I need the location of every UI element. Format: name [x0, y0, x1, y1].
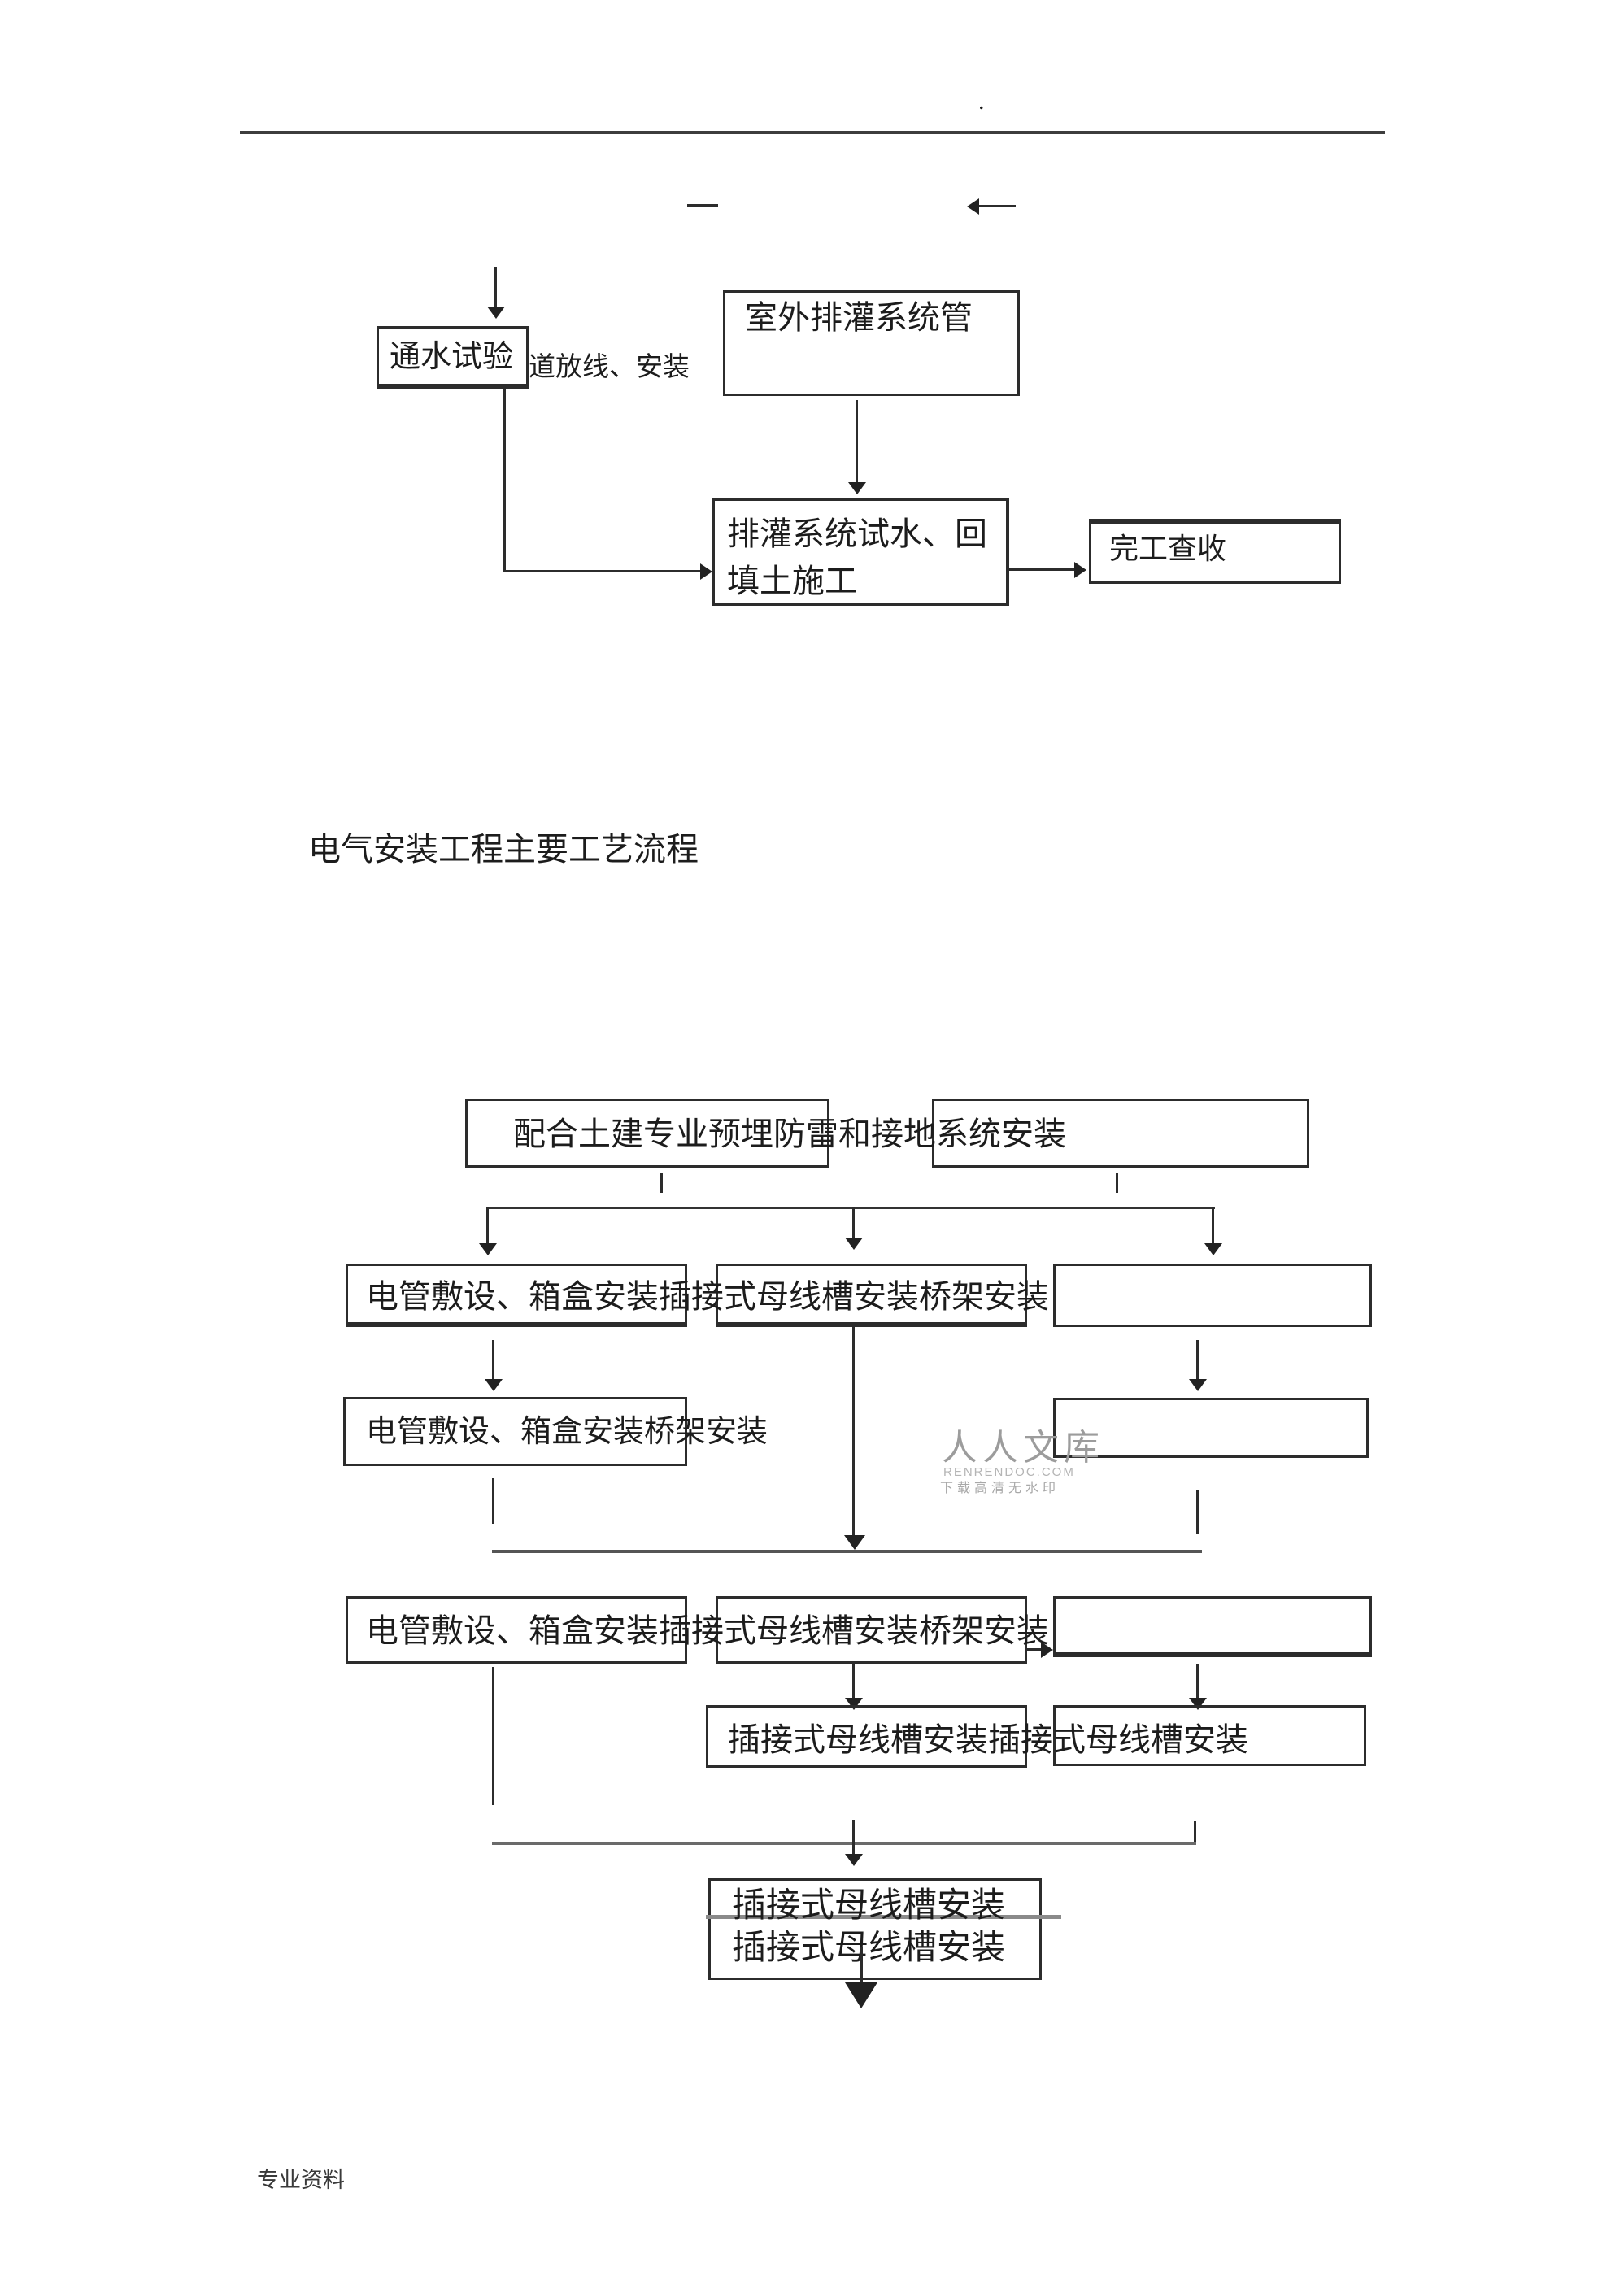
flow1-outdoor-system-box [723, 290, 1020, 396]
arrow-line [1212, 1207, 1214, 1244]
flow2-row1-label: 电管敷设、箱盒安装插接式母线槽安装桥架安装 [366, 1278, 1049, 1315]
section-title: 电气安装工程主要工艺流程 [308, 831, 699, 868]
arrow-line [1196, 1340, 1199, 1381]
flow1-system-test-label: 排灌系统试水、回填土施工 [727, 516, 987, 599]
flow2-row1-box3 [1053, 1264, 1372, 1327]
bus-line [487, 1207, 1215, 1209]
arrow-line [852, 1820, 855, 1856]
flow2-header-box-right [932, 1099, 1309, 1168]
down-arrow-icon [487, 307, 505, 319]
flow2-row3-label: 电管敷设、箱盒安装插接式母线槽安装桥架安装 [366, 1612, 1049, 1649]
left-arrow-line [978, 205, 1016, 207]
down-arrow-icon-large [845, 1982, 877, 2008]
bus-line [492, 1550, 1202, 1553]
flow2-row2-box1 [343, 1397, 687, 1466]
page-top-rule [240, 131, 1385, 134]
flow1-pipeline-layout-label: 道放线、安装 [529, 353, 690, 382]
connector-tick [660, 1173, 663, 1193]
watermark-tagline: 下载高清无水印 [940, 1482, 1060, 1495]
dash-fragment [687, 204, 718, 207]
arrow-line [860, 1947, 863, 1986]
connector-stub [1194, 1821, 1196, 1844]
down-arrow-icon [848, 482, 866, 494]
flow2-row4-box2 [1053, 1705, 1366, 1766]
arrow-line-long [852, 1327, 855, 1537]
flow1-water-test-box [377, 326, 529, 389]
flow2-row4-box1 [706, 1705, 1027, 1768]
arrow-line [486, 1207, 489, 1244]
connector-stub [492, 1478, 494, 1524]
arrow-line [852, 1664, 855, 1699]
flow2-row1-box2 [716, 1264, 1027, 1327]
arrow-line [1027, 1648, 1045, 1651]
flow2-row2-box3 [1053, 1398, 1369, 1458]
down-arrow-icon [1189, 1379, 1207, 1391]
top-dot: . [978, 88, 985, 115]
left-arrow-icon [967, 198, 979, 215]
flow2-row3-box2 [716, 1596, 1027, 1664]
down-arrow-icon [845, 1854, 863, 1866]
flow2-row2-label: 电管敷设、箱盒安装桥架安装 [366, 1415, 768, 1449]
flow2-final-box [708, 1878, 1042, 1980]
arrow-line [852, 1207, 855, 1239]
flow1-completion-box [1089, 519, 1341, 584]
flow1-outdoor-system-label: 室外排灌系统管 [745, 299, 973, 336]
flow1-water-test-label: 通水试验 [390, 340, 514, 374]
down-arrow-icon [1204, 1243, 1222, 1255]
connector-stub [492, 1667, 494, 1805]
watermark-site: RENRENDOC.COM [943, 1465, 1075, 1479]
connector-stub [1196, 1490, 1199, 1534]
flow1-completion-label: 完工查收 [1109, 533, 1227, 565]
flow2-final-label-2: 插接式母线槽安装 [732, 1930, 1006, 1967]
arrow-line [492, 1340, 494, 1381]
flow2-row3-box1 [346, 1596, 687, 1664]
flow2-header-label: 配合土建专业预埋防雷和接地系统安装 [513, 1116, 1066, 1152]
flow2-header-box-left [465, 1099, 829, 1168]
bus-line [492, 1842, 1196, 1845]
flow2-row1-box1 [346, 1264, 687, 1327]
connector-line [503, 570, 705, 572]
connector-tick [1116, 1173, 1118, 1193]
right-arrow-icon [1074, 562, 1086, 578]
final-box-rule [706, 1915, 1061, 1919]
right-arrow-icon [700, 563, 712, 580]
down-arrow-icon [479, 1243, 497, 1255]
footer-label: 专业资料 [257, 2168, 345, 2192]
arrow-line [494, 267, 497, 307]
arrow-line [1009, 568, 1079, 571]
down-arrow-icon [844, 1535, 865, 1550]
watermark-name: 人人文库 [942, 1428, 1104, 1468]
down-arrow-icon [485, 1379, 503, 1391]
flow2-row3-box3 [1053, 1596, 1372, 1657]
down-arrow-icon [845, 1238, 863, 1250]
flow1-system-test-box [712, 498, 1009, 606]
flow2-final-label-1: 插接式母线槽安装 [732, 1887, 1006, 1925]
arrow-line [856, 400, 858, 483]
flow2-row4-label: 插接式母线槽安装插接式母线槽安装 [728, 1721, 1248, 1758]
connector-line [503, 389, 506, 572]
right-arrow-icon [1041, 1642, 1053, 1658]
arrow-line [1196, 1664, 1199, 1699]
